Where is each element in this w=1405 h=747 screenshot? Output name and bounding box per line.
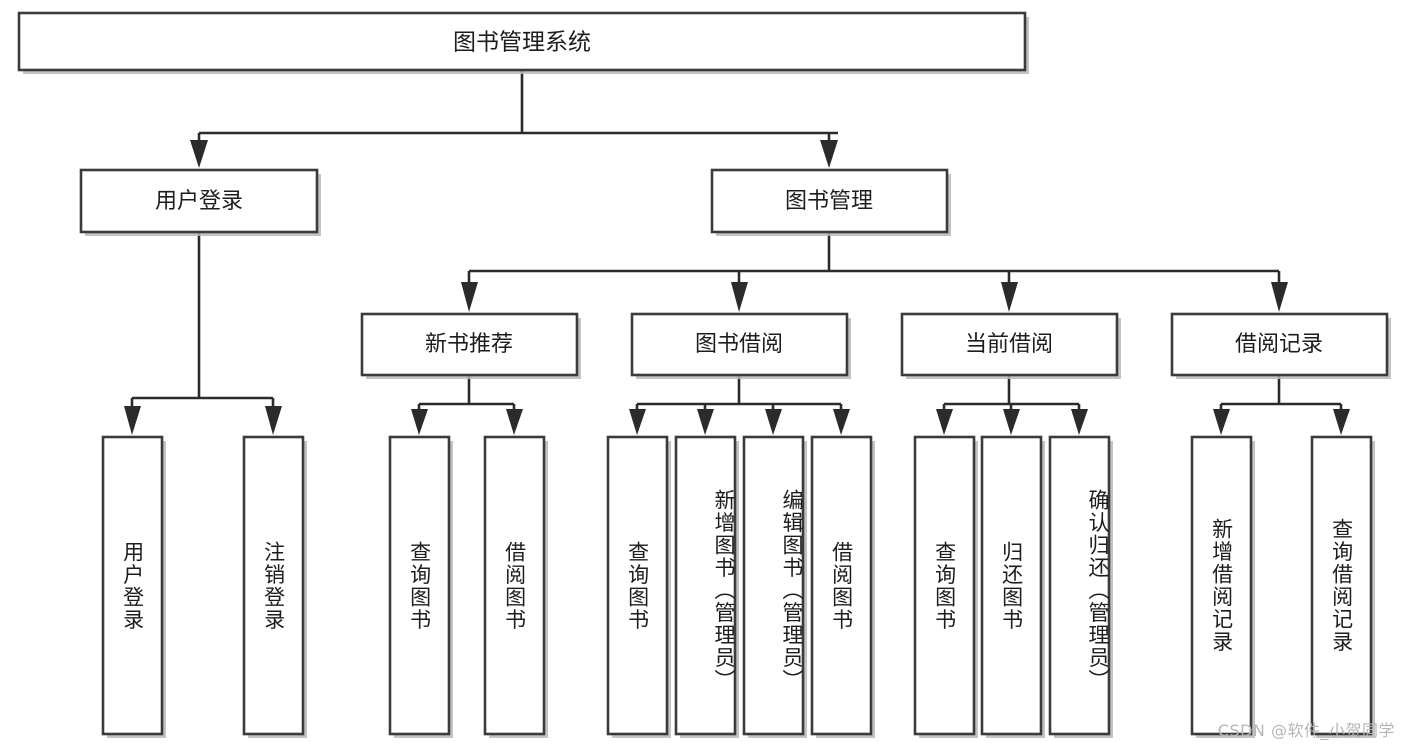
arrow-nbr-leaf-1 <box>411 409 428 435</box>
node-box-leaf-return-book[interactable] <box>980 435 1043 736</box>
csdn-watermark: CSDN @软件_小贺同学 <box>1217 721 1395 740</box>
node-box-leaf-query-book-bb[interactable] <box>606 435 669 736</box>
edge-layer <box>124 70 1350 435</box>
arrow-to-leaf-logout <box>265 406 282 435</box>
node-label-book-management: 图书管理 <box>785 189 873 214</box>
node-box-system-root[interactable] <box>17 11 1027 72</box>
node-box-leaf-query-borrow-record[interactable] <box>1310 435 1373 736</box>
arrow-cb-leaf-3 <box>1071 409 1088 435</box>
node-box-leaf-query-book-nbr[interactable] <box>388 435 451 736</box>
arrow-to-borrow-record <box>1271 282 1288 312</box>
arrow-nbr-leaf-2 <box>506 409 523 435</box>
arrow-cb-leaf-1 <box>936 409 953 435</box>
arrow-to-leaf-user-login <box>124 406 141 435</box>
arrow-bb-leaf-1 <box>629 409 646 435</box>
node-box-book-management[interactable] <box>710 168 949 234</box>
arrow-cb-leaf-2 <box>1003 409 1020 435</box>
arrow-to-current-borrow <box>1001 282 1018 312</box>
node-box-user-login[interactable] <box>79 168 319 234</box>
arrow-bb-leaf-3 <box>765 409 782 435</box>
node-label-book-borrow: 图书借阅 <box>695 332 783 357</box>
node-label-borrow-record: 借阅记录 <box>1235 332 1323 357</box>
arrow-br-leaf-1 <box>1213 409 1230 435</box>
node-box-leaf-add-book-admin[interactable] <box>674 435 737 736</box>
node-box-leaf-add-borrow-record[interactable] <box>1190 435 1253 736</box>
arrow-to-user-login <box>190 140 208 168</box>
arrow-bb-leaf-4 <box>833 409 850 435</box>
node-box-leaf-user-login[interactable] <box>101 435 164 736</box>
node-box-current-borrow[interactable] <box>900 312 1119 377</box>
node-box-book-borrow[interactable] <box>630 312 849 377</box>
arrow-br-leaf-2 <box>1333 409 1350 435</box>
node-box-new-book-recommend[interactable] <box>360 312 579 377</box>
node-layer: 图书管理系统 用户登录 图书管理 新书推荐 图书借阅 当前借阅 借阅记录 <box>17 11 1391 738</box>
node-box-leaf-edit-book-admin[interactable] <box>742 435 805 736</box>
node-box-leaf-confirm-return-admin[interactable] <box>1048 435 1111 736</box>
arrow-to-book-management <box>820 140 838 168</box>
node-box-leaf-query-book-cb[interactable] <box>913 435 976 736</box>
node-box-leaf-borrow-book-nbr[interactable] <box>483 435 546 736</box>
arrow-bb-leaf-2 <box>697 409 714 435</box>
node-label-current-borrow: 当前借阅 <box>965 332 1053 357</box>
node-box-borrow-record[interactable] <box>1170 312 1389 377</box>
node-label-user-login: 用户登录 <box>155 189 243 214</box>
node-label-new-book-recommend: 新书推荐 <box>425 332 513 357</box>
arrow-to-new-book-recommend <box>461 282 478 312</box>
arrow-to-book-borrow <box>731 282 748 312</box>
node-box-leaf-logout[interactable] <box>242 435 305 736</box>
node-label-system-root: 图书管理系统 <box>453 30 591 56</box>
node-box-leaf-borrow-book-bb[interactable] <box>810 435 873 736</box>
